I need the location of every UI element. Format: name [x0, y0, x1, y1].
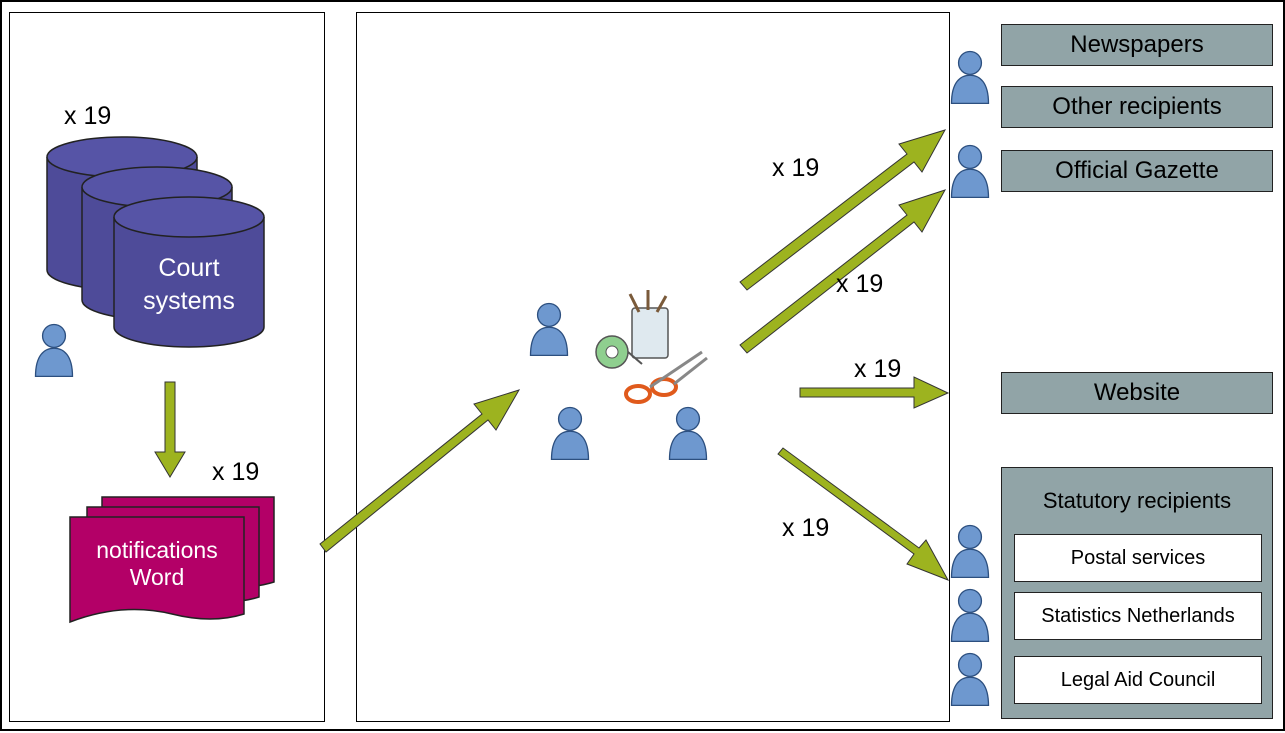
person-icon	[950, 524, 990, 579]
arrow-to-newspapers	[739, 129, 947, 291]
person-icon	[529, 302, 569, 357]
recipient-gazette: Official Gazette	[1001, 150, 1273, 192]
recipient-other: Other recipients	[1001, 86, 1273, 128]
person-icon	[950, 652, 990, 707]
doc-label-line1: notifications	[96, 537, 218, 563]
person-icon	[950, 50, 990, 105]
db-label-line1: Court	[158, 254, 220, 282]
doc-label-line2: Word	[129, 564, 185, 590]
processing-panel	[356, 12, 950, 722]
court-database-3	[113, 196, 265, 348]
db-multiplier: x 19	[64, 102, 112, 130]
statutory-item-postal: Postal services	[1014, 534, 1262, 582]
arrow-upper-multiplier: x 19	[836, 270, 884, 298]
arrow-to-statutory	[777, 447, 950, 581]
arrow-bottom-multiplier: x 19	[782, 514, 830, 542]
statutory-recipients-group: Statutory recipients Postal services Sta…	[1001, 467, 1273, 719]
person-icon	[550, 406, 590, 461]
person-icon	[668, 406, 708, 461]
person-icon	[950, 588, 990, 643]
arrow-doc-to-processing	[319, 389, 521, 553]
cut-and-paste-clipart	[595, 290, 708, 404]
arrow-to-gazette	[739, 189, 947, 354]
person-icon	[34, 323, 74, 378]
doc-multiplier: x 19	[212, 458, 260, 486]
arrow-to-website	[799, 376, 950, 409]
statutory-item-legal-aid: Legal Aid Council	[1014, 656, 1262, 704]
statutory-title: Statutory recipients	[1042, 488, 1232, 513]
arrow-db-to-doc	[154, 381, 186, 478]
statutory-item-statistics: Statistics Netherlands	[1014, 592, 1262, 640]
recipient-website: Website	[1001, 372, 1273, 414]
word-documents-stack	[69, 496, 275, 624]
person-icon	[950, 144, 990, 199]
arrow-middle-multiplier: x 19	[854, 355, 902, 383]
db-label-line2: systems	[143, 287, 235, 315]
arrow-top-multiplier: x 19	[772, 154, 820, 182]
recipient-newspapers: Newspapers	[1001, 24, 1273, 66]
